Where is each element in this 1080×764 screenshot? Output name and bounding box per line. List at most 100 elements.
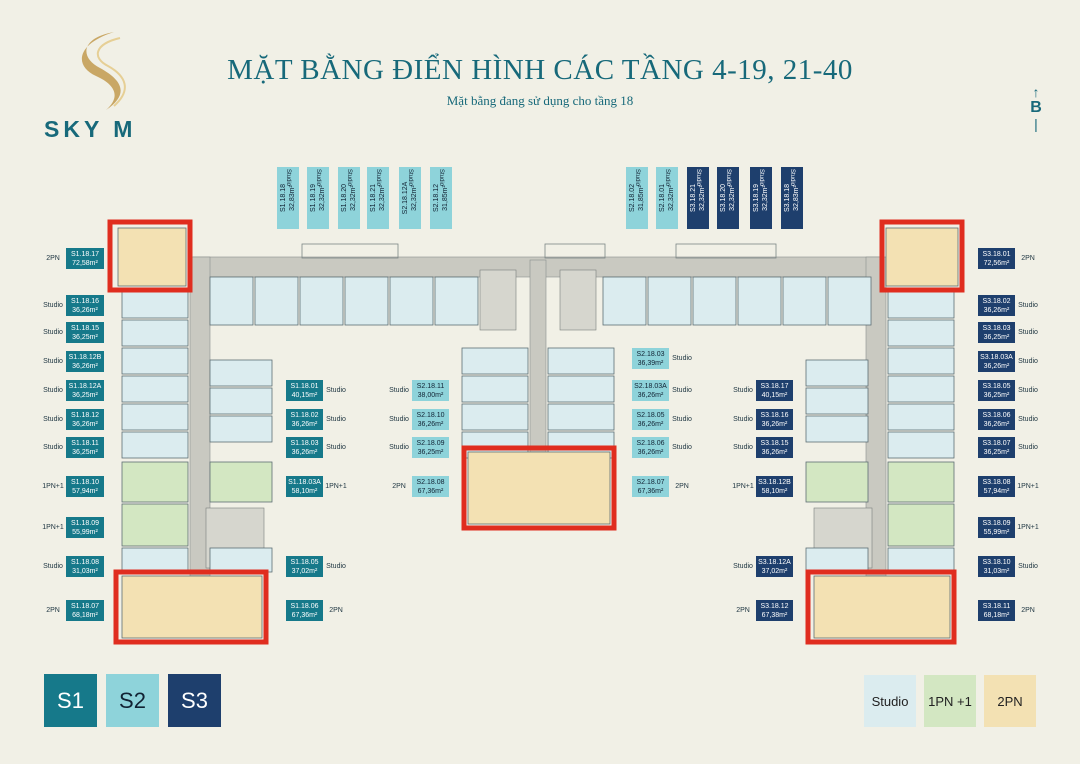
- unit-code: S1.18.11: [71, 439, 99, 447]
- legend-s2: S2: [106, 674, 159, 727]
- unit-area: 32,32m²: [762, 185, 769, 211]
- unit-area: 67,38m²: [761, 611, 788, 619]
- page-title: MẶT BẰNG ĐIỂN HÌNH CÁC TẦNG 4-19, 21-40: [227, 54, 853, 86]
- unit-area: 31,03m²: [72, 567, 98, 575]
- unit-area: 36,26m²: [72, 362, 98, 370]
- unit-code: S3.18.08: [982, 478, 1011, 486]
- plan-unit-studio: [209, 415, 273, 443]
- plan-unit-studio: [547, 403, 615, 431]
- plan-unit-studio: [805, 415, 869, 443]
- unit-area: 58,10m²: [291, 487, 318, 495]
- unit-area: 68,18m²: [983, 611, 1010, 619]
- unit-type: Studio: [733, 415, 753, 423]
- unit-area: 36,26m²: [417, 420, 444, 428]
- legend-s1: S1: [44, 674, 97, 727]
- unit-type: Studio: [326, 386, 346, 394]
- plan-unit-studio: [254, 276, 299, 326]
- unit-code: S3.18.06: [982, 411, 1011, 419]
- unit-type: Studio: [43, 301, 63, 309]
- unit-area: 36,26m²: [983, 420, 1010, 428]
- unit-area: 72,56m²: [983, 259, 1010, 267]
- plan-unit-studio: [434, 276, 479, 326]
- unit-type: Studio: [664, 169, 670, 187]
- unit-code: S1.18.08: [70, 558, 100, 566]
- unit-area: 40,15m²: [761, 391, 788, 399]
- plan-unit-studio: [805, 387, 869, 415]
- unit-area: 67,36m²: [417, 487, 444, 495]
- unit-type: Studio: [1018, 357, 1038, 365]
- unit-code: S2.18.08: [416, 478, 445, 486]
- unit-type: Studio: [346, 169, 352, 187]
- unit-type: Studio: [695, 169, 701, 187]
- highlight-box: [461, 445, 617, 531]
- unit-code: S1.18.12A: [68, 382, 102, 390]
- unit-code: S2.18.02: [629, 183, 636, 213]
- unit-area: 36,26m²: [637, 420, 664, 428]
- unit-code: S2.18.06: [636, 439, 665, 447]
- unit-area: 31,85m²: [638, 185, 645, 211]
- plan-unit-studio: [121, 347, 189, 375]
- unit-type: Studio: [1018, 443, 1038, 451]
- unit-area: 36,26m²: [637, 448, 664, 456]
- unit-code: S1.18.05: [290, 558, 319, 566]
- unit-area: 36,25m²: [72, 333, 98, 341]
- plan-unit-studio: [805, 547, 869, 573]
- unit-area: 58,10m²: [761, 487, 788, 495]
- unit-type: Studio: [43, 328, 63, 336]
- plan-unit-studio: [887, 431, 955, 459]
- balcony: [301, 243, 399, 259]
- plan-unit-2pn: [121, 575, 263, 639]
- highlight-box: [879, 219, 965, 293]
- unit-type: Studio: [407, 169, 413, 187]
- plan-unit-studio: [805, 359, 869, 387]
- unit-type: Studio: [1018, 301, 1038, 309]
- corridor-center: [529, 259, 547, 471]
- unit-code: S2.18.11: [416, 382, 445, 390]
- plan-unit-studio: [887, 319, 955, 347]
- plan-unit-1pn: [209, 461, 273, 503]
- unit-type: Studio: [43, 443, 63, 451]
- unit-area: 57,94m²: [72, 487, 98, 495]
- unit-type: 2PN: [392, 482, 406, 490]
- north-letter: B: [1030, 99, 1042, 116]
- unit-code: S2.18.12A: [402, 181, 409, 215]
- unit-area: 36,26m²: [761, 448, 788, 456]
- plan-unit-studio: [602, 276, 647, 326]
- unit-code: S2.18.12: [433, 183, 440, 213]
- sky-m-logo: [40, 28, 165, 148]
- unit-type: Studio: [326, 443, 346, 451]
- unit-area: 32,32m²: [350, 185, 357, 211]
- unit-code: S1.18.21: [370, 183, 377, 213]
